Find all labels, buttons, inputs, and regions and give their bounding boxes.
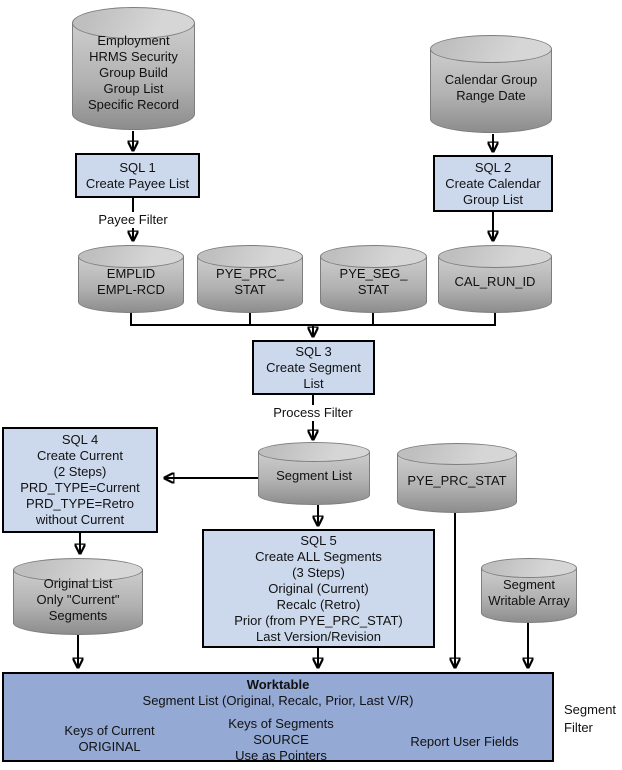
cylinder-top <box>72 7 195 39</box>
flow-label-process-filter: Process Filter <box>270 405 356 421</box>
process-box-sql5: SQL 5 Create ALL Segments (3 Steps) Orig… <box>202 529 435 648</box>
datastore-label: Segment List <box>276 468 352 483</box>
datastore-cal-run-id: CAL_RUN_ID <box>438 245 552 313</box>
datastore-label: Segment Writable Array <box>488 577 570 608</box>
datastore-label: PYE_PRC_ STAT <box>216 266 284 297</box>
worktable-col-report-user-fields: Report User Fields <box>410 734 519 749</box>
cylinder-body <box>72 23 195 130</box>
datastore-label: Original List Only "Current" Segments <box>36 575 120 623</box>
cylinder-body <box>430 49 552 133</box>
datastore-label: PYE_PRC_STAT <box>407 472 507 488</box>
cylinder-top <box>258 442 370 462</box>
datastore-pye-seg-stat: PYE_SEG_ STAT <box>320 245 427 313</box>
cylinder-top <box>481 558 577 578</box>
process-label: SQL 1 Create Payee List <box>85 159 190 191</box>
process-label: SQL 2 Create Calendar Group List <box>445 159 541 207</box>
worktable-subtitle: Segment List (Original, Recalc, Prior, L… <box>142 693 414 708</box>
process-box-sql2: SQL 2 Create Calendar Group List <box>433 155 553 212</box>
datastore-emplid: EMPLID EMPL-RCD <box>78 245 184 313</box>
cylinder-top <box>430 35 552 63</box>
worktable-title: Worktable <box>246 677 310 692</box>
datastore-hrms-sources: Employment HRMS Security Group Build Gro… <box>72 7 195 130</box>
cylinder-top <box>78 245 184 268</box>
datastore-pye-prc-stat-key: PYE_PRC_ STAT <box>197 245 303 313</box>
datastore-pye-prc-stat: PYE_PRC_STAT <box>397 443 517 513</box>
cylinder-top <box>13 558 143 582</box>
process-box-sql4: SQL 4 Create Current (2 Steps) PRD_TYPE=… <box>2 427 158 533</box>
worktable-col-keys-of-segments: Keys of Segments SOURCE Use as Pointers <box>228 716 334 763</box>
cylinder-top <box>397 443 517 465</box>
datastore-label: CAL_RUN_ID <box>454 274 536 289</box>
cylinder-top <box>197 245 303 268</box>
process-label: SQL 4 Create Current (2 Steps) PRD_TYPE=… <box>20 432 140 527</box>
worktable-box: Worktable Segment List (Original, Recalc… <box>2 672 554 763</box>
process-label: SQL 5 Create ALL Segments (3 Steps) Orig… <box>234 532 403 644</box>
cylinder-top <box>438 245 552 268</box>
datastore-calendar-group: Calendar Group Range Date <box>430 35 552 133</box>
datastore-segment-list: Segment List <box>258 442 370 505</box>
process-box-sql1: SQL 1 Create Payee List <box>75 153 200 198</box>
datastore-label: PYE_SEG_ STAT <box>339 266 408 297</box>
process-box-sql3: SQL 3 Create Segment List <box>252 340 375 395</box>
datastore-label: Calendar Group Range Date <box>444 71 538 103</box>
datastore-label: Employment HRMS Security Group Build Gro… <box>87 32 180 112</box>
cylinder-top <box>320 245 427 268</box>
datastore-original-list: Original List Only "Current" Segments <box>13 558 143 635</box>
datastore-label: EMPLID EMPL-RCD <box>97 266 165 297</box>
flow-label-payee-filter: Payee Filter <box>95 212 171 228</box>
datastore-segment-writable-array: Segment Writable Array <box>481 558 577 623</box>
flow-label-segment-filter: Segment Filter <box>564 702 617 735</box>
worktable-col-keys-of-current: Keys of Current ORIGINAL <box>64 723 155 754</box>
process-label: SQL 3 Create Segment List <box>266 343 361 391</box>
